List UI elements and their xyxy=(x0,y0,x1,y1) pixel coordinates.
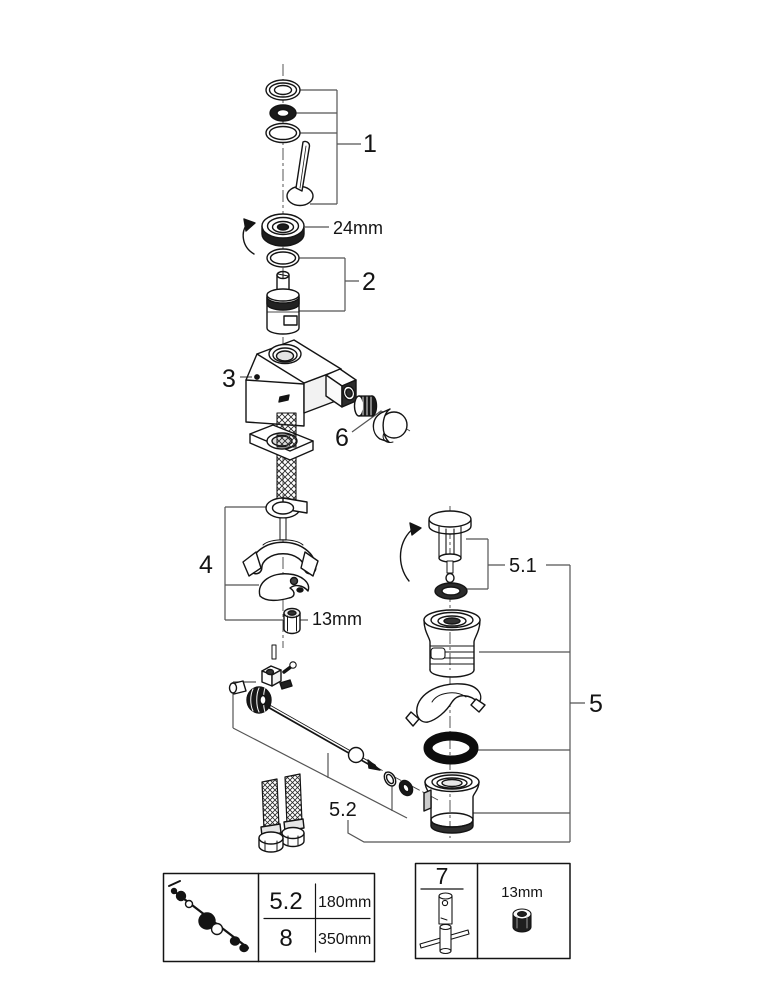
lever-handle xyxy=(286,140,314,207)
nut-13mm-icon xyxy=(512,908,532,933)
callout-lines xyxy=(224,89,585,843)
callout-5-1-label: 5.1 xyxy=(509,555,537,577)
callout-4-label: 4 xyxy=(199,551,213,579)
handle-seal-ring xyxy=(265,122,301,144)
handle-cap-ring xyxy=(265,79,301,101)
mounting-yoke xyxy=(242,539,319,577)
callout-7-label: 7 xyxy=(436,863,449,889)
popup-plug xyxy=(428,510,472,584)
rotation-arrow xyxy=(242,218,256,255)
table-row1-callout: 5.2 xyxy=(269,888,302,915)
drain-tailpiece xyxy=(423,771,480,834)
handle-o-ring xyxy=(269,104,297,122)
drain-rubber-seal xyxy=(423,731,479,765)
plug-o-ring xyxy=(434,582,468,600)
drain-body xyxy=(423,609,481,678)
labels: 1 24mm 2 3 6 4 13mm 5.1 5 5.2 5.2 180mm … xyxy=(199,130,603,952)
dim-24mm-label: 24mm xyxy=(333,218,383,238)
aerator xyxy=(353,395,378,417)
cap-nut-24mm xyxy=(261,213,305,247)
drain-saddle-washer xyxy=(405,683,486,727)
tool-nut-size-label: 13mm xyxy=(501,884,543,901)
popup-rod-assembly xyxy=(228,644,414,797)
rod-assembly-icon xyxy=(168,880,250,953)
callout-5-2-label: 5.2 xyxy=(329,799,357,821)
table-row2-callout: 8 xyxy=(279,925,292,952)
hose-length-table-box xyxy=(162,872,376,963)
table-row1-length: 180mm xyxy=(318,894,371,911)
swivel-spout-ball xyxy=(372,408,408,443)
base-flange xyxy=(249,424,314,461)
slip-washer xyxy=(265,497,308,541)
table-row2-length: 350mm xyxy=(318,931,371,948)
socket-tool-icon xyxy=(419,892,470,955)
callout-2-label: 2 xyxy=(362,268,376,296)
mounting-nut-13mm xyxy=(283,607,301,635)
c-clamp xyxy=(258,573,310,602)
plug-rotation-arrow xyxy=(399,522,422,582)
cartridge-o-ring xyxy=(266,248,300,268)
cartridge xyxy=(266,270,300,335)
faucet-body xyxy=(245,339,357,427)
dim-13mm-label: 13mm xyxy=(312,609,362,629)
flex-hoses xyxy=(258,773,305,853)
callout-1-label: 1 xyxy=(363,130,377,158)
callout-6-label: 6 xyxy=(335,424,349,452)
callout-3-label: 3 xyxy=(222,365,236,393)
callout-5-label: 5 xyxy=(589,690,603,718)
